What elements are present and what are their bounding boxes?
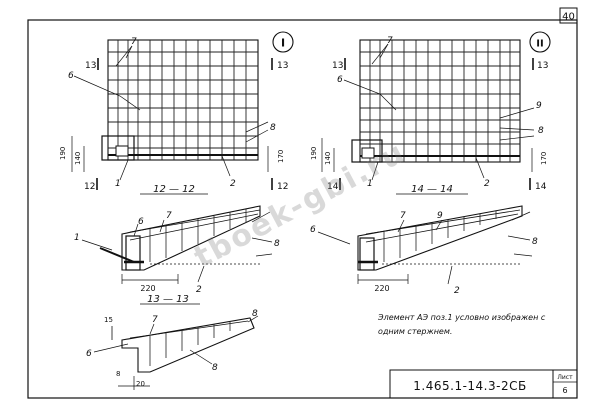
- view-1-cut-right: 13: [277, 61, 288, 71]
- title-block: [389, 369, 578, 399]
- dim-190-v2: 190: [310, 147, 318, 160]
- view-2-cut-bottom-left: 14: [327, 182, 339, 192]
- section-13-title: 13 — 13: [147, 294, 189, 305]
- sheet-corner-label: Лист: [557, 374, 573, 381]
- note-line-1: Элемент АЭ поз.1 условно изображен с: [377, 313, 546, 322]
- callout-9-s14: 9: [437, 211, 443, 221]
- callout-2-s14: 2: [454, 286, 460, 296]
- callout-6-s14: 6: [310, 225, 316, 235]
- view-1-cut-left: 13: [85, 61, 96, 71]
- callout-1-v2: 1: [367, 179, 373, 189]
- callout-7-s14: 7: [400, 211, 406, 221]
- section-12-dim: 220: [140, 284, 155, 293]
- page-number: 40: [562, 12, 575, 23]
- section-14-title: 14 — 14: [411, 184, 453, 195]
- section-12-12: [81, 193, 273, 284]
- callout-7-v1: 7: [131, 37, 137, 47]
- callout-6-v2: 6: [337, 75, 343, 85]
- callout-6-v1: 6: [68, 71, 74, 81]
- dim-15: 15: [104, 316, 113, 324]
- view-2-marker: II: [536, 39, 543, 50]
- callout-2-s12: 2: [196, 285, 202, 295]
- page-number-box: [559, 7, 578, 24]
- section-13-13: [93, 303, 259, 390]
- view-1-cut-bottom-left: 12: [84, 182, 95, 192]
- view-1-elevation: [71, 31, 294, 190]
- callout-2-v1: 2: [230, 179, 236, 189]
- callout-8-v2: 8: [538, 126, 544, 136]
- dim-140: 140: [74, 152, 82, 165]
- view-1-cut-bottom-right: 12: [277, 182, 288, 192]
- callout-7-v2: 7: [387, 36, 393, 46]
- callout-1-v1: 1: [115, 179, 121, 189]
- view-2-elevation: [321, 31, 551, 190]
- callout-9-v2: 9: [536, 101, 542, 111]
- note-line-2: одним стержнем.: [378, 327, 452, 336]
- callout-8a-s13: 8: [252, 309, 258, 319]
- dim-20: 20: [136, 380, 145, 388]
- dim-8: 8: [116, 370, 120, 378]
- callout-8-s12: 8: [274, 239, 280, 249]
- callout-8-v1: 8: [270, 123, 276, 133]
- callout-7-s13: 7: [152, 315, 158, 325]
- callout-6-s13: 6: [86, 349, 92, 359]
- dim-170-v2: 170: [540, 152, 548, 165]
- sheet-corner-value: 6: [562, 386, 567, 395]
- view-2-cut-bottom-right: 14: [535, 182, 547, 192]
- sheet-frame: [27, 19, 578, 399]
- view-1-marker: I: [281, 37, 285, 50]
- dim-170: 170: [277, 150, 285, 163]
- view-2-cut-left: 13: [332, 61, 343, 71]
- section-14-dim: 220: [374, 284, 389, 293]
- section-12-title: 12 — 12: [153, 184, 195, 195]
- callout-7-s12: 7: [166, 211, 172, 221]
- callout-1-s12: 1: [74, 233, 80, 243]
- callout-6-s12: 6: [138, 217, 144, 227]
- callout-2-v2: 2: [484, 179, 490, 189]
- view-2-cut-right: 13: [537, 61, 548, 71]
- drawing-code: 1.465.1-14.3-2СБ: [413, 379, 526, 393]
- dim-190: 190: [59, 147, 67, 160]
- callout-8b-s13: 8: [212, 363, 218, 373]
- dim-140-v2: 140: [324, 152, 332, 165]
- callout-8-s14: 8: [532, 237, 538, 247]
- section-14-14: [317, 193, 533, 285]
